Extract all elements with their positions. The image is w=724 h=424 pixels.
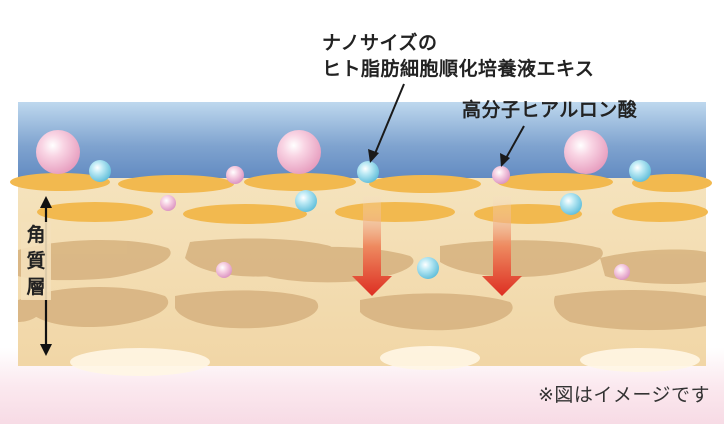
- stratum-char: 層: [26, 276, 46, 298]
- nano-particle: [629, 160, 651, 182]
- nano-label-line2: ヒト脂肪細胞順化培養液エキス: [322, 58, 595, 80]
- highlight-cell: [70, 348, 210, 376]
- nano-extract-label: ナノサイズの ヒト脂肪細胞順化培養液エキス: [322, 30, 594, 82]
- particles: [36, 130, 651, 280]
- lower-cell: [18, 298, 42, 322]
- hyaluronic-particle-large: [36, 130, 80, 174]
- hyaluronic-particle-small: [492, 166, 510, 184]
- hyaluronic-particle-small: [614, 264, 630, 280]
- upper-cell: [183, 204, 307, 224]
- upper-cell-layer: [10, 173, 712, 224]
- penetration-arrows: [352, 196, 522, 296]
- lower-cell: [18, 239, 171, 281]
- upper-cell: [497, 173, 613, 191]
- stratum-char: 質: [26, 250, 46, 272]
- callout-pointers: [368, 83, 525, 167]
- nano-label-line1: ナノサイズの: [322, 32, 438, 54]
- hyaluronic-particle-small: [226, 166, 244, 184]
- upper-cell: [369, 175, 481, 193]
- hyaluronic-acid-label: 高分子ヒアルロン酸: [462, 99, 638, 121]
- deep-layer-highlights: [70, 346, 700, 376]
- upper-cell: [118, 175, 234, 193]
- image-disclaimer-note: ※図はイメージです: [537, 384, 710, 406]
- upper-cell: [632, 174, 712, 192]
- highlight-cell: [380, 346, 480, 370]
- lower-cell: [553, 290, 706, 331]
- lower-cell: [30, 287, 169, 328]
- penetration-arrow-hyaluronic: [482, 196, 522, 296]
- upper-cell: [10, 173, 110, 191]
- hyaluronic-pointer-head: [500, 153, 510, 167]
- bracket-arrow-bottom: [40, 344, 52, 356]
- lower-cell: [175, 290, 319, 329]
- nano-particle: [560, 193, 582, 215]
- upper-cell: [37, 202, 153, 222]
- nano-pointer-line: [373, 83, 405, 157]
- penetration-arrow-nano: [352, 196, 392, 296]
- stratum-char: 角: [26, 224, 46, 246]
- nano-particle: [417, 257, 439, 279]
- hyaluronic-particle-large: [564, 130, 608, 174]
- upper-cell: [335, 202, 455, 222]
- hyaluronic-particle-small: [160, 195, 176, 211]
- hyaluronic-pointer-line: [504, 125, 525, 161]
- nano-particle: [357, 161, 379, 183]
- nano-particle: [89, 160, 111, 182]
- bracket-arrow-top: [40, 196, 52, 208]
- nano-pointer-head: [368, 149, 379, 163]
- stratum-corneum-label: 角 質 層: [21, 222, 51, 300]
- hyaluronic-particle-large: [277, 130, 321, 174]
- upper-cell: [244, 173, 356, 191]
- highlight-cell: [580, 348, 700, 372]
- nano-particle: [295, 190, 317, 212]
- lower-cell: [440, 240, 603, 278]
- upper-cell: [612, 202, 708, 222]
- hyaluronic-particle-small: [216, 262, 232, 278]
- lower-cell: [360, 293, 513, 331]
